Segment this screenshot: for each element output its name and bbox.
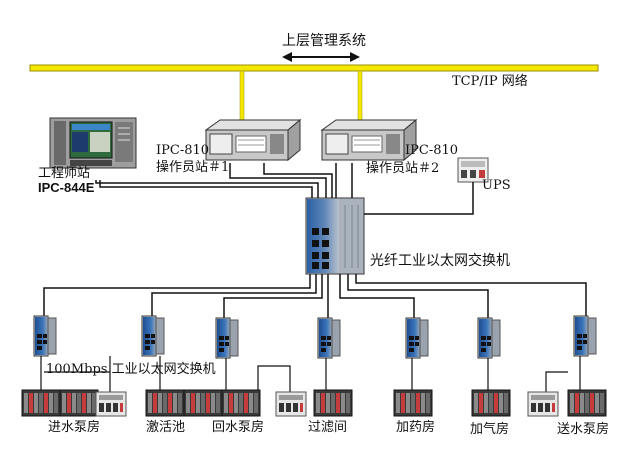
station-label: 过滤间 bbox=[308, 420, 348, 435]
io-module-icon bbox=[275, 391, 307, 417]
station-label: 回水泵房 bbox=[212, 420, 265, 435]
operator1-name: 操作员站＃1 bbox=[156, 160, 230, 175]
engineer-workstation-icon bbox=[49, 117, 137, 169]
operator2-model: IPC-810 bbox=[405, 143, 459, 158]
station-label: 加气房 bbox=[470, 422, 510, 437]
io-module-icon bbox=[95, 391, 127, 417]
field-cables bbox=[40, 356, 581, 392]
edge-switch-icon bbox=[141, 315, 165, 357]
plc-rack-icon bbox=[183, 389, 223, 417]
plc-rack-icon bbox=[59, 389, 99, 417]
station-label: 进水泵房 bbox=[48, 420, 101, 435]
uplink-cables bbox=[95, 163, 474, 215]
edge-switch-label: 100Mbps 工业以太网交换机 bbox=[46, 362, 216, 377]
plc-rack-icon bbox=[313, 389, 353, 417]
edge-switch-icon bbox=[317, 317, 341, 359]
plc-rack-icon bbox=[21, 389, 61, 417]
station-label: 加药房 bbox=[396, 420, 436, 435]
operator1-model: IPC-810 bbox=[156, 143, 210, 158]
network-label: TCP/IP 网络 bbox=[452, 74, 528, 89]
rack-server-icon bbox=[204, 118, 302, 162]
station-label: 激活池 bbox=[146, 420, 186, 435]
edge-switch-icon bbox=[405, 317, 429, 359]
ups-icon bbox=[457, 157, 489, 183]
plc-rack-icon bbox=[145, 389, 185, 417]
double-arrow-icon bbox=[282, 52, 360, 62]
rack-server-icon bbox=[320, 118, 418, 162]
ups-label: UPS bbox=[482, 178, 511, 193]
station-label: 送水泵房 bbox=[557, 422, 610, 437]
tcpip-bus bbox=[29, 64, 599, 72]
plc-rack-icon bbox=[567, 389, 607, 417]
fiber-switch-icon bbox=[305, 197, 365, 275]
edge-switch-icon bbox=[215, 317, 239, 359]
engineer-station-model: IPC-844E bbox=[38, 180, 95, 195]
plc-rack-icon bbox=[471, 389, 511, 417]
edge-switch-icon bbox=[573, 315, 597, 357]
upper-system-label: 上层管理系统 bbox=[282, 33, 366, 49]
operator2-name: 操作员站＃2 bbox=[366, 161, 440, 176]
plc-rack-icon bbox=[221, 389, 261, 417]
downlink-cables bbox=[43, 274, 587, 318]
io-module-icon bbox=[527, 391, 559, 417]
edge-switch-icon bbox=[477, 317, 501, 359]
fiber-switch-label: 光纤工业以太网交换机 bbox=[370, 253, 510, 269]
edge-switch-icon bbox=[33, 315, 57, 357]
engineer-station-label: 工程师站 bbox=[38, 166, 91, 181]
plc-rack-icon bbox=[393, 389, 433, 417]
